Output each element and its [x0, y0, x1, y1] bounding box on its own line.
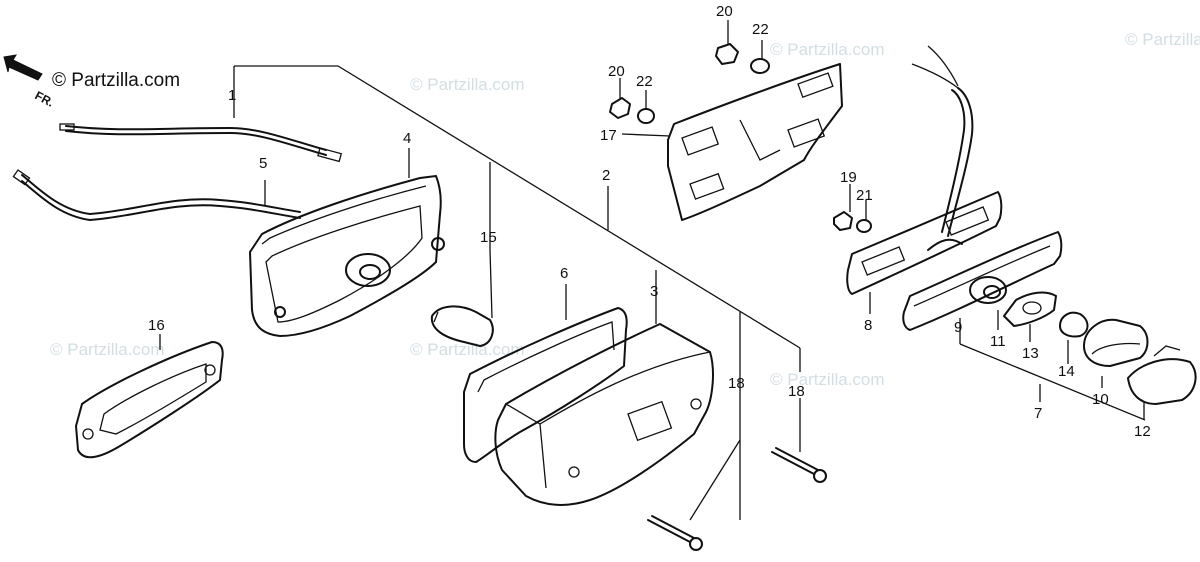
callout-18a: 18 — [728, 375, 745, 392]
part-14-license-bulb — [1059, 311, 1089, 338]
callout-2: 2 — [602, 167, 610, 184]
part-18-screw-a — [647, 515, 703, 551]
part-18-screw-b — [771, 447, 827, 483]
watermark-4: © Partzilla.com — [50, 340, 165, 359]
part-17-license-bracket — [667, 63, 843, 221]
part-15-bulb — [430, 305, 494, 347]
part-21-washer — [856, 219, 872, 233]
callout-7: 7 — [1034, 405, 1042, 422]
callout-20a: 20 — [716, 3, 733, 20]
callout-22b: 22 — [636, 73, 653, 90]
part-9-license-lens — [902, 231, 1063, 331]
callout-22a: 22 — [752, 21, 769, 38]
part-20-nut-lower — [609, 97, 631, 119]
callout-20b: 20 — [608, 63, 625, 80]
callout-17: 17 — [600, 127, 617, 144]
watermarks: © Partzilla.com © Partzilla.com © Partzi… — [50, 30, 1200, 389]
callout-3: 3 — [650, 283, 658, 300]
part-4-lamp-base — [249, 175, 445, 337]
watermark-3: © Partzilla.com — [1125, 30, 1200, 49]
callout-8: 8 — [864, 317, 872, 334]
front-direction-label: FR. — [33, 88, 57, 109]
part-22-washer-upper — [750, 58, 770, 74]
callout-16: 16 — [148, 317, 165, 334]
part-10-socket-cover — [1083, 318, 1149, 367]
callout-13: 13 — [1022, 345, 1039, 362]
callout-11: 11 — [990, 333, 1006, 350]
part-19-bolt — [833, 211, 853, 231]
part-12-cap — [1127, 345, 1197, 405]
part-11-socket — [969, 276, 1007, 304]
callout-4: 4 — [403, 130, 411, 147]
callout-10: 10 — [1092, 391, 1109, 408]
leader-lines — [159, 20, 1146, 521]
callout-9: 9 — [954, 319, 962, 336]
part-6-gasket — [463, 307, 628, 463]
callout-5: 5 — [259, 155, 267, 172]
part-13-socket-plate — [1003, 291, 1057, 327]
part-16-gasket — [75, 341, 224, 459]
part-20-nut-upper — [715, 43, 739, 65]
watermark-1: © Partzilla.com — [410, 75, 525, 94]
callout-14: 14 — [1058, 363, 1075, 380]
watermark-5: © Partzilla.com — [410, 340, 525, 359]
front-direction-arrow-icon: FR. — [3, 54, 57, 110]
part-3-lens — [494, 323, 714, 506]
callout-15: 15 — [480, 229, 497, 246]
callout-19: 19 — [840, 169, 857, 186]
watermark-6: © Partzilla.com — [770, 370, 885, 389]
part-22-washer-lower — [637, 108, 655, 124]
part-8-license-light-base — [846, 45, 1003, 295]
callout-18b: 18 — [788, 383, 805, 400]
part-1-wire-harness — [59, 123, 343, 163]
callout-21: 21 — [856, 187, 873, 204]
callout-1: 1 — [228, 87, 236, 104]
callout-6: 6 — [560, 265, 568, 282]
copyright-text: © Partzilla.com — [52, 70, 180, 91]
part-5-wire — [12, 169, 301, 221]
watermark-2: © Partzilla.com — [770, 40, 885, 59]
callout-labels: 1 4 5 2 15 6 3 16 18 18 17 20 22 20 22 1… — [148, 3, 1151, 440]
callout-12: 12 — [1134, 423, 1151, 440]
